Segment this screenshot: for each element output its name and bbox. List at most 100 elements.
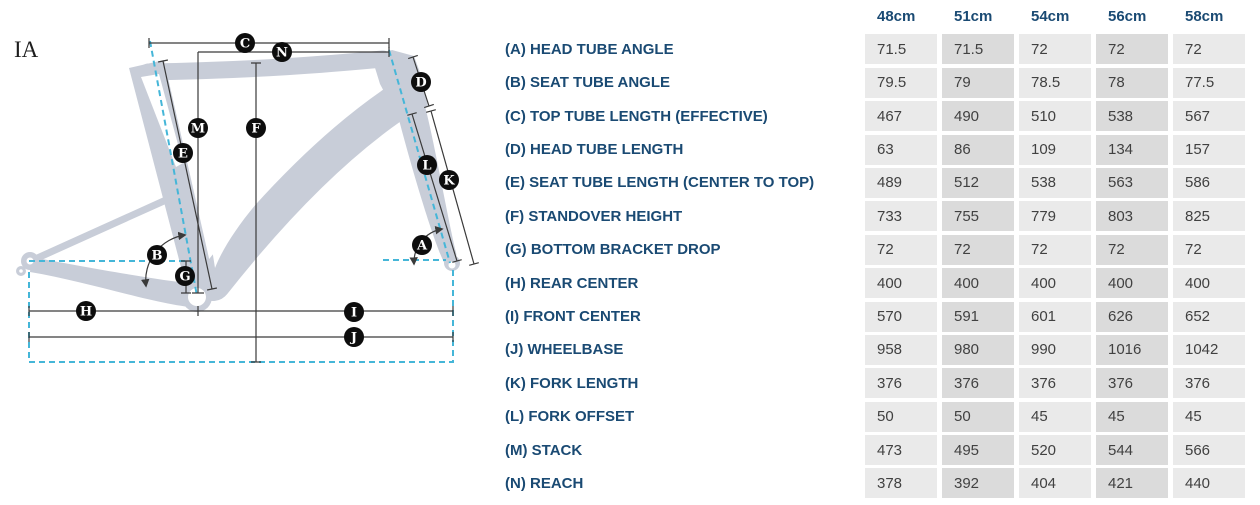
geometry-value-cell: 538 [1019, 167, 1091, 198]
geometry-value-cell: 376 [1173, 368, 1245, 399]
callout-letter-d: D [415, 76, 426, 91]
geometry-value-cell: 652 [1173, 301, 1245, 332]
callout-letter-j: J [350, 331, 357, 346]
geometry-value-cell: 1016 [1096, 334, 1168, 365]
frame-silhouette [16, 50, 460, 312]
geometry-value-cell: 50 [942, 401, 1014, 432]
geometry-row-label: (F) STANDOVER HEIGHT [505, 207, 683, 225]
geometry-row-label: (G) BOTTOM BRACKET DROP [505, 241, 721, 259]
geometry-value-cell: 45 [1019, 401, 1091, 432]
seat-tube-axis-dashline [149, 40, 198, 297]
callout-letter-e: E [178, 147, 188, 162]
callout-circle-f [246, 118, 266, 138]
geometry-value-cell: 958 [865, 334, 937, 365]
geometry-value-cell: 755 [942, 201, 1014, 232]
geometry-value-cell: 86 [942, 134, 1014, 165]
geometry-value-cell: 586 [1173, 167, 1245, 198]
geometry-value-cell: 376 [1096, 368, 1168, 399]
geometry-value-cell: 63 [865, 134, 937, 165]
callout-letter-c: C [240, 37, 250, 52]
size-column-header: 48cm [877, 7, 916, 25]
geometry-value-cell: 990 [1019, 334, 1091, 365]
geometry-value-cell: 72 [1173, 234, 1245, 265]
geometry-value-cell: 400 [865, 268, 937, 299]
callout-circle-g [175, 266, 195, 286]
callout-letter-g: G [179, 270, 190, 285]
geometry-row-label: (J) WHEELBASE [505, 341, 624, 359]
geometry-value-cell: 601 [1019, 301, 1091, 332]
geometry-value-cell: 544 [1096, 435, 1168, 466]
geometry-row-label: (I) FRONT CENTER [505, 308, 641, 326]
geometry-value-cell: 134 [1096, 134, 1168, 165]
measure-line-e [157, 59, 218, 291]
measure-line-c [148, 38, 390, 48]
geometry-value-cell: 980 [942, 334, 1014, 365]
geometry-row-label: (H) REAR CENTER [505, 274, 639, 292]
geometry-value-cell: 400 [1019, 268, 1091, 299]
callout-circle-h [76, 301, 96, 321]
callout-letter-b: B [152, 249, 163, 264]
geometry-value-cell: 72 [1019, 234, 1091, 265]
bike-geometry-diagram: IA [14, 33, 479, 363]
callout-letter-i: I [351, 306, 357, 321]
geometry-value-cell: 400 [1173, 268, 1245, 299]
geometry-value-cell: 109 [1019, 134, 1091, 165]
geometry-value-cell: 45 [1173, 401, 1245, 432]
geometry-row-label: (B) SEAT TUBE ANGLE [505, 74, 670, 92]
callout-circle-b [147, 245, 167, 265]
geometry-value-cell: 392 [942, 468, 1014, 499]
geometry-value-cell: 77.5 [1173, 67, 1245, 98]
geometry-value-cell: 421 [1096, 468, 1168, 499]
geometry-value-cell: 803 [1096, 201, 1168, 232]
geometry-row-label: (M) STACK [505, 441, 583, 459]
geometry-value-cell: 79 [942, 67, 1014, 98]
callout-letter-n: N [276, 46, 288, 61]
geometry-row-label: (A) HEAD TUBE ANGLE [505, 40, 674, 58]
geometry-value-cell: 467 [865, 101, 937, 132]
measure-line-n [198, 47, 390, 57]
measure-line-l [407, 112, 462, 263]
geometry-value-cell: 495 [942, 435, 1014, 466]
geometry-value-cell: 378 [865, 468, 937, 499]
geometry-value-cell: 71.5 [865, 34, 937, 65]
geometry-value-cell: 591 [942, 301, 1014, 332]
geometry-value-cell: 733 [865, 201, 937, 232]
size-column-header: 58cm [1185, 7, 1224, 25]
geometry-row-label: (N) REACH [505, 474, 584, 492]
callout-circle-e [173, 143, 193, 163]
size-column-header: 54cm [1031, 7, 1070, 25]
geometry-value-cell: 71.5 [942, 34, 1014, 65]
geometry-value-cell: 157 [1173, 134, 1245, 165]
callout-letter-k: K [443, 174, 455, 189]
callout-letter-l: L [422, 159, 431, 174]
geometry-value-cell: 473 [865, 435, 937, 466]
callout-circle-a [412, 235, 432, 255]
geometry-value-cell: 566 [1173, 435, 1245, 466]
geometry-value-cell: 72 [1096, 34, 1168, 65]
model-label: IA [14, 37, 39, 62]
geometry-value-cell: 440 [1173, 468, 1245, 499]
geometry-value-cell: 404 [1019, 468, 1091, 499]
geometry-value-cell: 825 [1173, 201, 1245, 232]
callout-letter-f: F [251, 122, 261, 137]
geometry-value-cell: 779 [1019, 201, 1091, 232]
geometry-value-cell: 400 [1096, 268, 1168, 299]
geometry-value-cell: 567 [1173, 101, 1245, 132]
geometry-value-cell: 72 [1019, 34, 1091, 65]
measure-line-m [192, 52, 204, 294]
measure-line-j [28, 332, 454, 342]
geometry-value-cell: 570 [865, 301, 937, 332]
callout-circle-j [344, 327, 364, 347]
callout-letter-a: A [416, 239, 428, 254]
geometry-value-cell: 50 [865, 401, 937, 432]
table-corner [505, 1, 860, 31]
callout-circle-c [235, 33, 255, 53]
geometry-value-cell: 78 [1096, 67, 1168, 98]
geometry-value-cell: 376 [1019, 368, 1091, 399]
geometry-row-label: (K) FORK LENGTH [505, 374, 639, 392]
geometry-row-label: (E) SEAT TUBE LENGTH (CENTER TO TOP) [505, 174, 815, 192]
geometry-value-cell: 376 [942, 368, 1014, 399]
geometry-value-cell: 72 [942, 234, 1014, 265]
